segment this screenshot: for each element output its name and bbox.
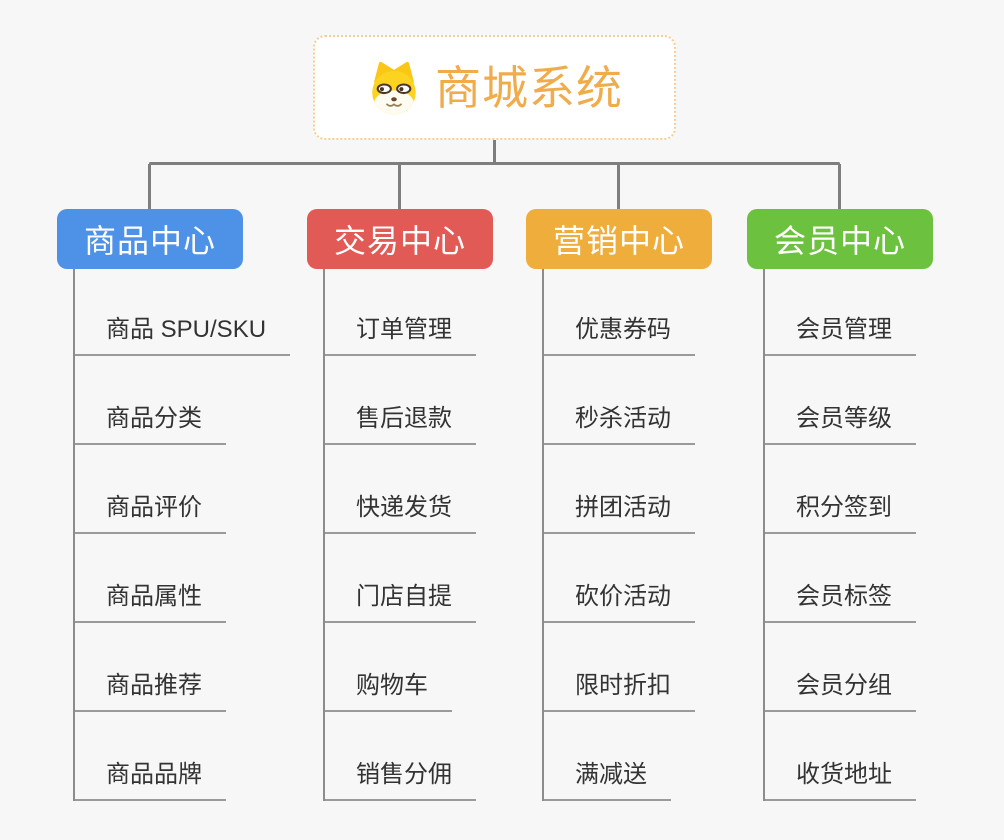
connector-drop-member xyxy=(838,164,841,210)
connector-drop-product xyxy=(148,164,151,210)
child-topic[interactable]: 销售分佣 xyxy=(325,712,476,801)
root-topic-label: 商城系统 xyxy=(435,61,623,114)
child-topic[interactable]: 订单管理 xyxy=(325,269,476,356)
dog-face-icon xyxy=(366,60,422,116)
child-topic[interactable]: 满减送 xyxy=(544,712,671,801)
connector-horizontal-bar xyxy=(149,162,840,165)
child-topic[interactable]: 门店自提 xyxy=(325,534,476,623)
child-topic[interactable]: 商品评价 xyxy=(75,445,226,534)
child-topic[interactable]: 会员等级 xyxy=(765,356,916,445)
child-topic[interactable]: 商品分类 xyxy=(75,356,226,445)
root-topic[interactable]: 商城系统 xyxy=(313,35,676,140)
child-topic[interactable]: 商品品牌 xyxy=(75,712,226,801)
connector-drop-marketing xyxy=(617,164,620,210)
branch-topic-product-center[interactable]: 商品中心 xyxy=(57,209,243,269)
child-topic[interactable]: 商品推荐 xyxy=(75,623,226,712)
branch-trade-center: 交易中心 订单管理 售后退款 快递发货 门店自提 购物车 销售分佣 xyxy=(307,209,493,801)
branch-children-product-center: 商品 SPU/SKU 商品分类 商品评价 商品属性 商品推荐 商品品牌 xyxy=(73,269,291,801)
connector-drop-trade xyxy=(398,164,401,210)
branch-children-marketing-center: 优惠券码 秒杀活动 拼团活动 砍价活动 限时折扣 满减送 xyxy=(542,269,712,801)
child-topic[interactable]: 拼团活动 xyxy=(544,445,695,534)
branch-children-trade-center: 订单管理 售后退款 快递发货 门店自提 购物车 销售分佣 xyxy=(323,269,493,801)
branch-marketing-center: 营销中心 优惠券码 秒杀活动 拼团活动 砍价活动 限时折扣 满减送 xyxy=(526,209,712,801)
branch-product-center: 商品中心 商品 SPU/SKU 商品分类 商品评价 商品属性 商品推荐 商品品牌 xyxy=(57,209,291,801)
child-topic[interactable]: 商品 SPU/SKU xyxy=(75,269,291,356)
child-topic[interactable]: 优惠券码 xyxy=(544,269,695,356)
branch-topic-trade-center[interactable]: 交易中心 xyxy=(307,209,493,269)
child-topic[interactable]: 收货地址 xyxy=(765,712,916,801)
child-topic[interactable]: 购物车 xyxy=(325,623,452,712)
child-topic[interactable]: 商品属性 xyxy=(75,534,226,623)
child-topic[interactable]: 会员标签 xyxy=(765,534,916,623)
child-topic[interactable]: 售后退款 xyxy=(325,356,476,445)
child-topic[interactable]: 秒杀活动 xyxy=(544,356,695,445)
child-topic[interactable]: 会员分组 xyxy=(765,623,916,712)
branch-topic-member-center[interactable]: 会员中心 xyxy=(747,209,933,269)
branch-children-member-center: 会员管理 会员等级 积分签到 会员标签 会员分组 收货地址 xyxy=(763,269,933,801)
child-topic[interactable]: 砍价活动 xyxy=(544,534,695,623)
child-topic[interactable]: 会员管理 xyxy=(765,269,916,356)
connector-root-stub xyxy=(493,140,496,164)
branch-topic-marketing-center[interactable]: 营销中心 xyxy=(526,209,712,269)
branch-member-center: 会员中心 会员管理 会员等级 积分签到 会员标签 会员分组 收货地址 xyxy=(747,209,933,801)
child-topic[interactable]: 快递发货 xyxy=(325,445,476,534)
child-topic[interactable]: 积分签到 xyxy=(765,445,916,534)
child-topic[interactable]: 限时折扣 xyxy=(544,623,695,712)
